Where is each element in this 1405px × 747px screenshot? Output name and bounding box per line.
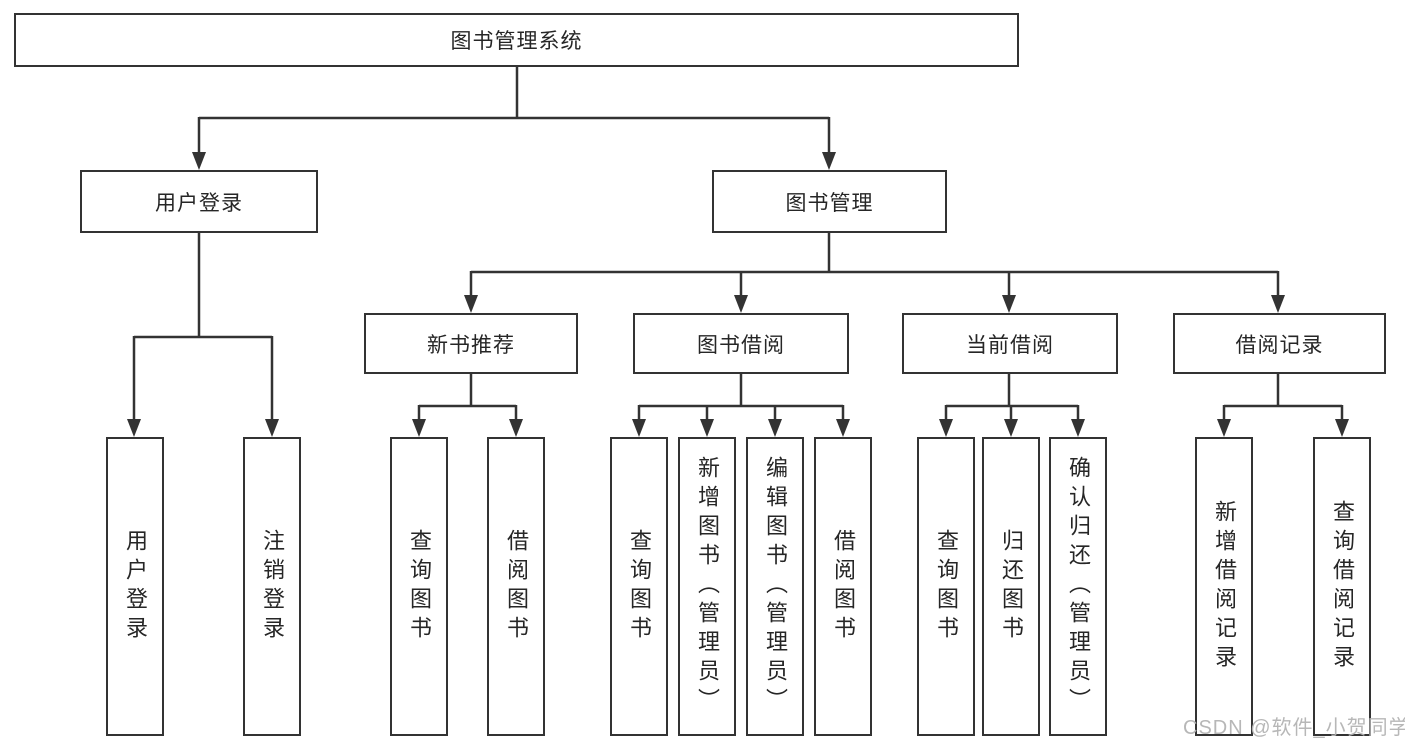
leaf-label: 用户登录 — [123, 528, 148, 645]
node-label: 用户登录 — [155, 191, 243, 215]
leaf-query-borrow-record: 查询借阅记录 — [1313, 437, 1371, 736]
leaf-label: 新增图书（管理员） — [695, 456, 720, 717]
leaf-label: 查询图书 — [934, 528, 959, 645]
arrow-down-icon — [734, 295, 748, 313]
leaf-label: 查询借阅记录 — [1330, 499, 1355, 674]
arrow-down-icon — [836, 419, 850, 437]
leaf-label: 注销登录 — [260, 528, 285, 645]
watermark: CSDN @软件_小贺同学 — [1183, 717, 1405, 739]
leaf-label: 确认归还（管理员） — [1066, 456, 1091, 717]
leaf-return-books: 归还图书 — [982, 437, 1040, 736]
leaf-label: 借阅图书 — [831, 528, 856, 645]
arrow-down-icon — [822, 152, 836, 170]
arrow-down-icon — [1335, 419, 1349, 437]
leaf-label: 借阅图书 — [504, 528, 529, 645]
leaf-add-borrow-record: 新增借阅记录 — [1195, 437, 1253, 736]
arrow-down-icon — [1271, 295, 1285, 313]
node-current-borrowing: 当前借阅 — [902, 313, 1118, 374]
arrow-down-icon — [632, 419, 646, 437]
arrow-down-icon — [192, 152, 206, 170]
leaf-borrow-books-recommend: 借阅图书 — [487, 437, 545, 736]
arrow-down-icon — [1004, 419, 1018, 437]
node-borrowing-records: 借阅记录 — [1173, 313, 1386, 374]
leaf-label: 新增借阅记录 — [1212, 499, 1237, 674]
tree-edges — [132, 67, 1344, 421]
node-book-management: 图书管理 — [712, 170, 947, 233]
node-label: 当前借阅 — [966, 333, 1054, 357]
leaf-label: 查询图书 — [627, 528, 652, 645]
leaf-query-books-borrowing: 查询图书 — [610, 437, 668, 736]
node-label: 图书借阅 — [697, 333, 785, 357]
leaf-query-books-recommend: 查询图书 — [390, 437, 448, 736]
leaf-confirm-return-admin: 确认归还（管理员） — [1049, 437, 1107, 736]
arrow-down-icon — [464, 295, 478, 313]
node-book-borrowing: 图书借阅 — [633, 313, 849, 374]
leaf-label: 查询图书 — [407, 528, 432, 645]
node-label: 新书推荐 — [427, 333, 515, 357]
leaf-user-login: 用户登录 — [106, 437, 164, 736]
leaf-add-books-admin: 新增图书（管理员） — [678, 437, 736, 736]
arrow-down-icon — [1002, 295, 1016, 313]
arrow-down-icon — [700, 419, 714, 437]
arrow-down-icon — [939, 419, 953, 437]
leaf-logout-login: 注销登录 — [243, 437, 301, 736]
arrow-down-icon — [412, 419, 426, 437]
leaf-borrow-books-borrowing: 借阅图书 — [814, 437, 872, 736]
node-new-book-recommendation: 新书推荐 — [364, 313, 578, 374]
node-label: 借阅记录 — [1235, 333, 1324, 357]
leaf-label: 编辑图书（管理员） — [763, 456, 788, 717]
leaf-edit-books-admin: 编辑图书（管理员） — [746, 437, 804, 736]
node-user-login: 用户登录 — [80, 170, 318, 233]
arrow-down-icon — [1217, 419, 1231, 437]
arrow-down-icons — [127, 152, 1349, 437]
leaf-label: 归还图书 — [999, 528, 1024, 645]
arrow-down-icon — [768, 419, 782, 437]
arrow-down-icon — [265, 419, 279, 437]
node-label: 图书管理系统 — [450, 30, 583, 53]
arrow-down-icon — [1071, 419, 1085, 437]
leaf-query-books-current: 查询图书 — [917, 437, 975, 736]
arrow-down-icon — [509, 419, 523, 437]
node-label: 图书管理 — [785, 191, 874, 215]
node-library-system: 图书管理系统 — [14, 13, 1019, 67]
arrow-down-icon — [127, 419, 141, 437]
